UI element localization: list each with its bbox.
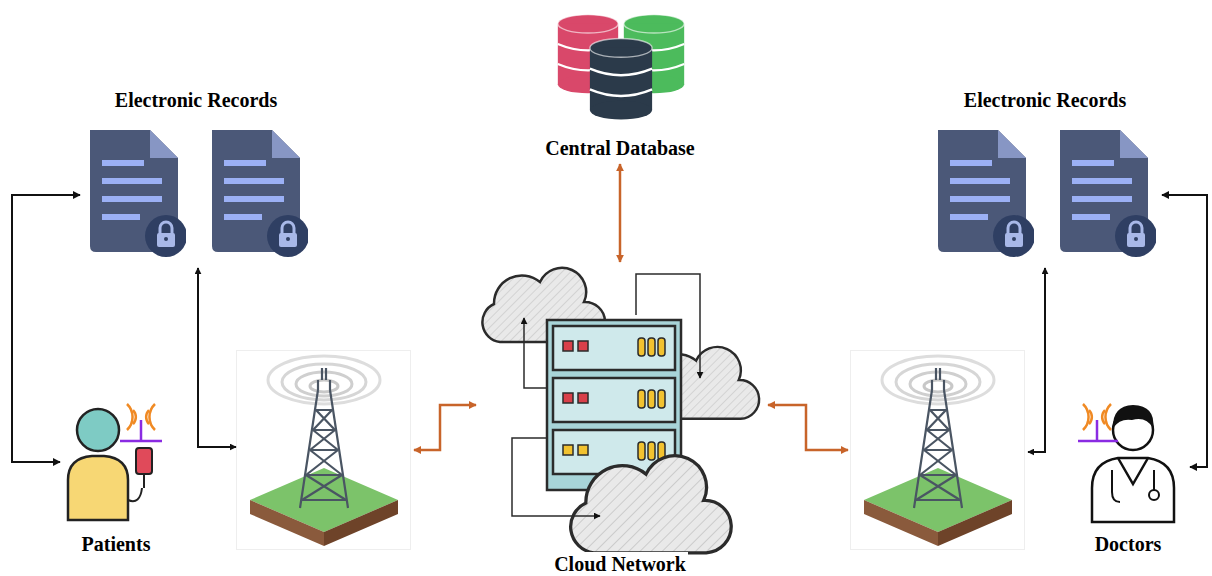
database-cylinder xyxy=(590,38,652,119)
doctor-record-link xyxy=(1162,195,1207,467)
patient-icon xyxy=(68,404,162,520)
node-label: Cloud Network xyxy=(552,552,688,576)
record-icon xyxy=(212,130,309,257)
cloud-network-node: Cloud Network xyxy=(476,262,764,576)
record-group: Electronic Records xyxy=(928,88,1162,260)
record-icon xyxy=(938,130,1035,257)
node-label: Electronic Records xyxy=(113,88,279,112)
node-label: Central Database xyxy=(543,136,696,160)
database-link xyxy=(619,164,622,262)
node-label: Patients xyxy=(80,532,153,556)
record-icon xyxy=(90,130,187,257)
database-node: Central Database xyxy=(539,8,701,160)
node-label: Doctors xyxy=(1093,532,1164,556)
patient-node: Patients xyxy=(60,398,172,556)
cell-tower xyxy=(237,351,411,550)
cloud-server xyxy=(482,268,759,553)
doctor-node: Doctors xyxy=(1066,398,1190,556)
node-label: Electronic Records xyxy=(962,88,1128,112)
cell-tower xyxy=(851,351,1025,550)
doctor-icon xyxy=(1078,404,1174,522)
record-group: Electronic Records xyxy=(80,88,312,260)
patient-record-link xyxy=(12,195,80,462)
record-icon xyxy=(1060,130,1157,257)
wireless-link xyxy=(198,268,1045,453)
